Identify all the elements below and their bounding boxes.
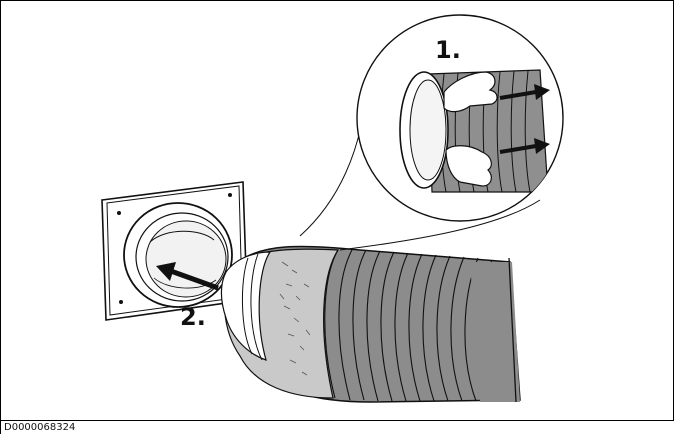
push-arrow-icon [534, 138, 550, 154]
insert-arrow-shaft [167, 267, 219, 291]
detail-callout [299, 14, 564, 251]
figure-frame [0, 0, 674, 421]
document-code: D0000068324 [4, 422, 76, 433]
step-two-label: 2. [180, 303, 206, 331]
screw-hole [117, 211, 121, 215]
step-one-label: 1. [435, 36, 461, 64]
wall-flange [101, 181, 248, 321]
screw-hole [228, 193, 232, 197]
hand-bottom [445, 145, 492, 187]
push-arrow-shaft [499, 144, 537, 154]
screw-hole [119, 300, 123, 304]
frame-left-edge [0, 0, 1, 434]
insert-arrow-icon [156, 262, 176, 281]
push-arrow-shaft [499, 90, 537, 100]
flex-duct-hose [220, 245, 521, 403]
push-arrow-icon [534, 84, 550, 100]
hand-top [443, 71, 498, 113]
